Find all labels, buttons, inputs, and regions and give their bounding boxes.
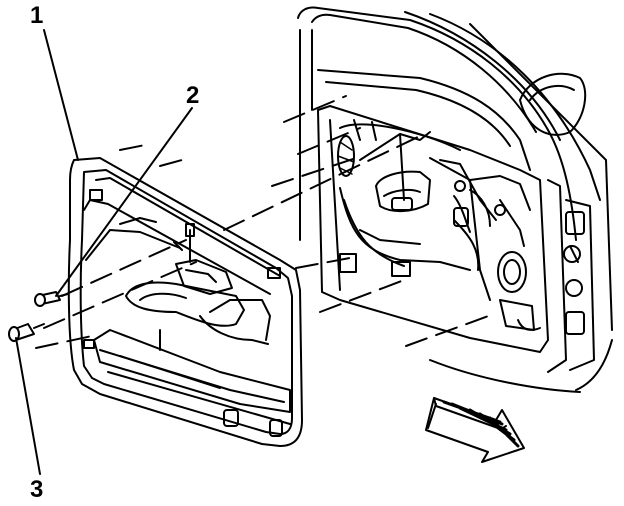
inner-handle-bracket — [375, 170, 431, 212]
front-of-vehicle-arrow-icon — [425, 397, 525, 463]
door-speaker — [497, 251, 527, 293]
upper-hinge — [565, 211, 585, 235]
screw-item-2 — [34, 291, 69, 307]
lower-hinge — [565, 311, 585, 335]
callout-label-1: 1 — [30, 2, 44, 29]
callout-label-3: 3 — [30, 476, 44, 503]
leader-lines — [15, 29, 193, 475]
callout-label-2: 2 — [186, 82, 200, 109]
vehicle-body — [297, 6, 613, 393]
alignment-lines — [35, 95, 495, 349]
side-mirror — [519, 72, 587, 136]
door-trim-panel — [67, 157, 303, 447]
map-pocket — [93, 329, 291, 413]
pull-cup — [175, 259, 233, 295]
screw-item-3 — [8, 323, 45, 342]
